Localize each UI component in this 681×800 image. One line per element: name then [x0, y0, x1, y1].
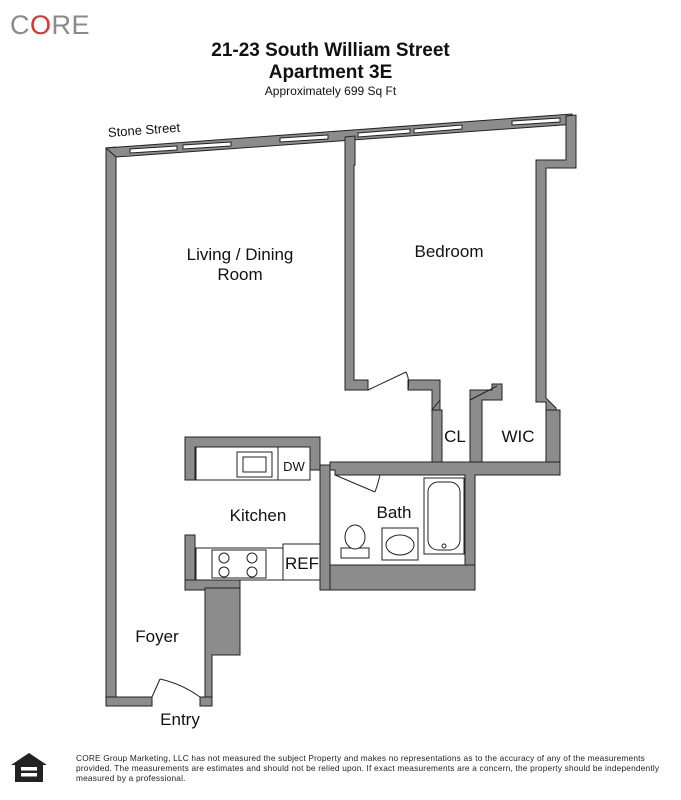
bedroom-door: [367, 371, 410, 391]
window: [357, 128, 411, 138]
west-wall: [105, 146, 117, 698]
refrigerator: [282, 543, 321, 581]
window: [129, 145, 178, 154]
square-footage: Approximately 699 Sq Ft: [264, 84, 397, 98]
property-address: 21-23 South William Street: [211, 40, 450, 61]
apartment-unit: Apartment 3E: [268, 62, 393, 83]
sink-basin: [242, 456, 267, 473]
burner: [218, 566, 230, 578]
entry-label: Entry: [160, 710, 200, 729]
bedroom-label: Bedroom: [415, 242, 484, 261]
closet-divider-wall: [431, 409, 443, 466]
bath-bottom-wall: [329, 564, 476, 591]
east-wall: [535, 114, 577, 413]
window: [413, 124, 463, 134]
disclaimer-text: CORE Group Marketing, LLC has not measur…: [76, 753, 660, 783]
living-room-label-line2: Room: [217, 265, 262, 284]
tub-drain: [441, 543, 447, 549]
south-wall-right: [199, 696, 213, 707]
burner: [246, 552, 258, 564]
wic-door: [469, 385, 498, 401]
entry-door: [151, 678, 201, 698]
wic-east-wall: [545, 409, 561, 466]
title-block: 21-23 South William Street Apartment 3E …: [0, 40, 681, 98]
foyer-label: Foyer: [135, 627, 179, 646]
kitchen-bath-divider: [319, 464, 331, 591]
closet-door: [430, 399, 441, 411]
refrigerator-label: REF: [285, 554, 319, 573]
bath-label: Bath: [377, 503, 412, 522]
bath-sink: [385, 534, 415, 556]
street-label: Stone Street: [107, 120, 181, 140]
bathtub-basin: [427, 481, 461, 551]
equal-housing-icon: [11, 753, 47, 782]
burner: [218, 552, 230, 564]
window: [182, 141, 232, 150]
toilet-bowl: [344, 524, 366, 550]
living-room-label: Living / Dining: [187, 245, 294, 264]
south-wall-left: [105, 696, 153, 707]
foyer-shaft: [204, 587, 241, 701]
dishwasher-label: DW: [283, 459, 305, 474]
bath-door: [334, 474, 381, 493]
kitchen-label: Kitchen: [230, 506, 287, 525]
wic-wall: [469, 383, 503, 466]
burner: [246, 566, 258, 578]
closet-label: CL: [444, 427, 466, 446]
core-logo: CORE: [10, 10, 91, 40]
bedroom-partition-wall: [344, 135, 369, 391]
wic-label: WIC: [501, 427, 534, 446]
window: [279, 134, 329, 143]
window: [511, 117, 561, 126]
